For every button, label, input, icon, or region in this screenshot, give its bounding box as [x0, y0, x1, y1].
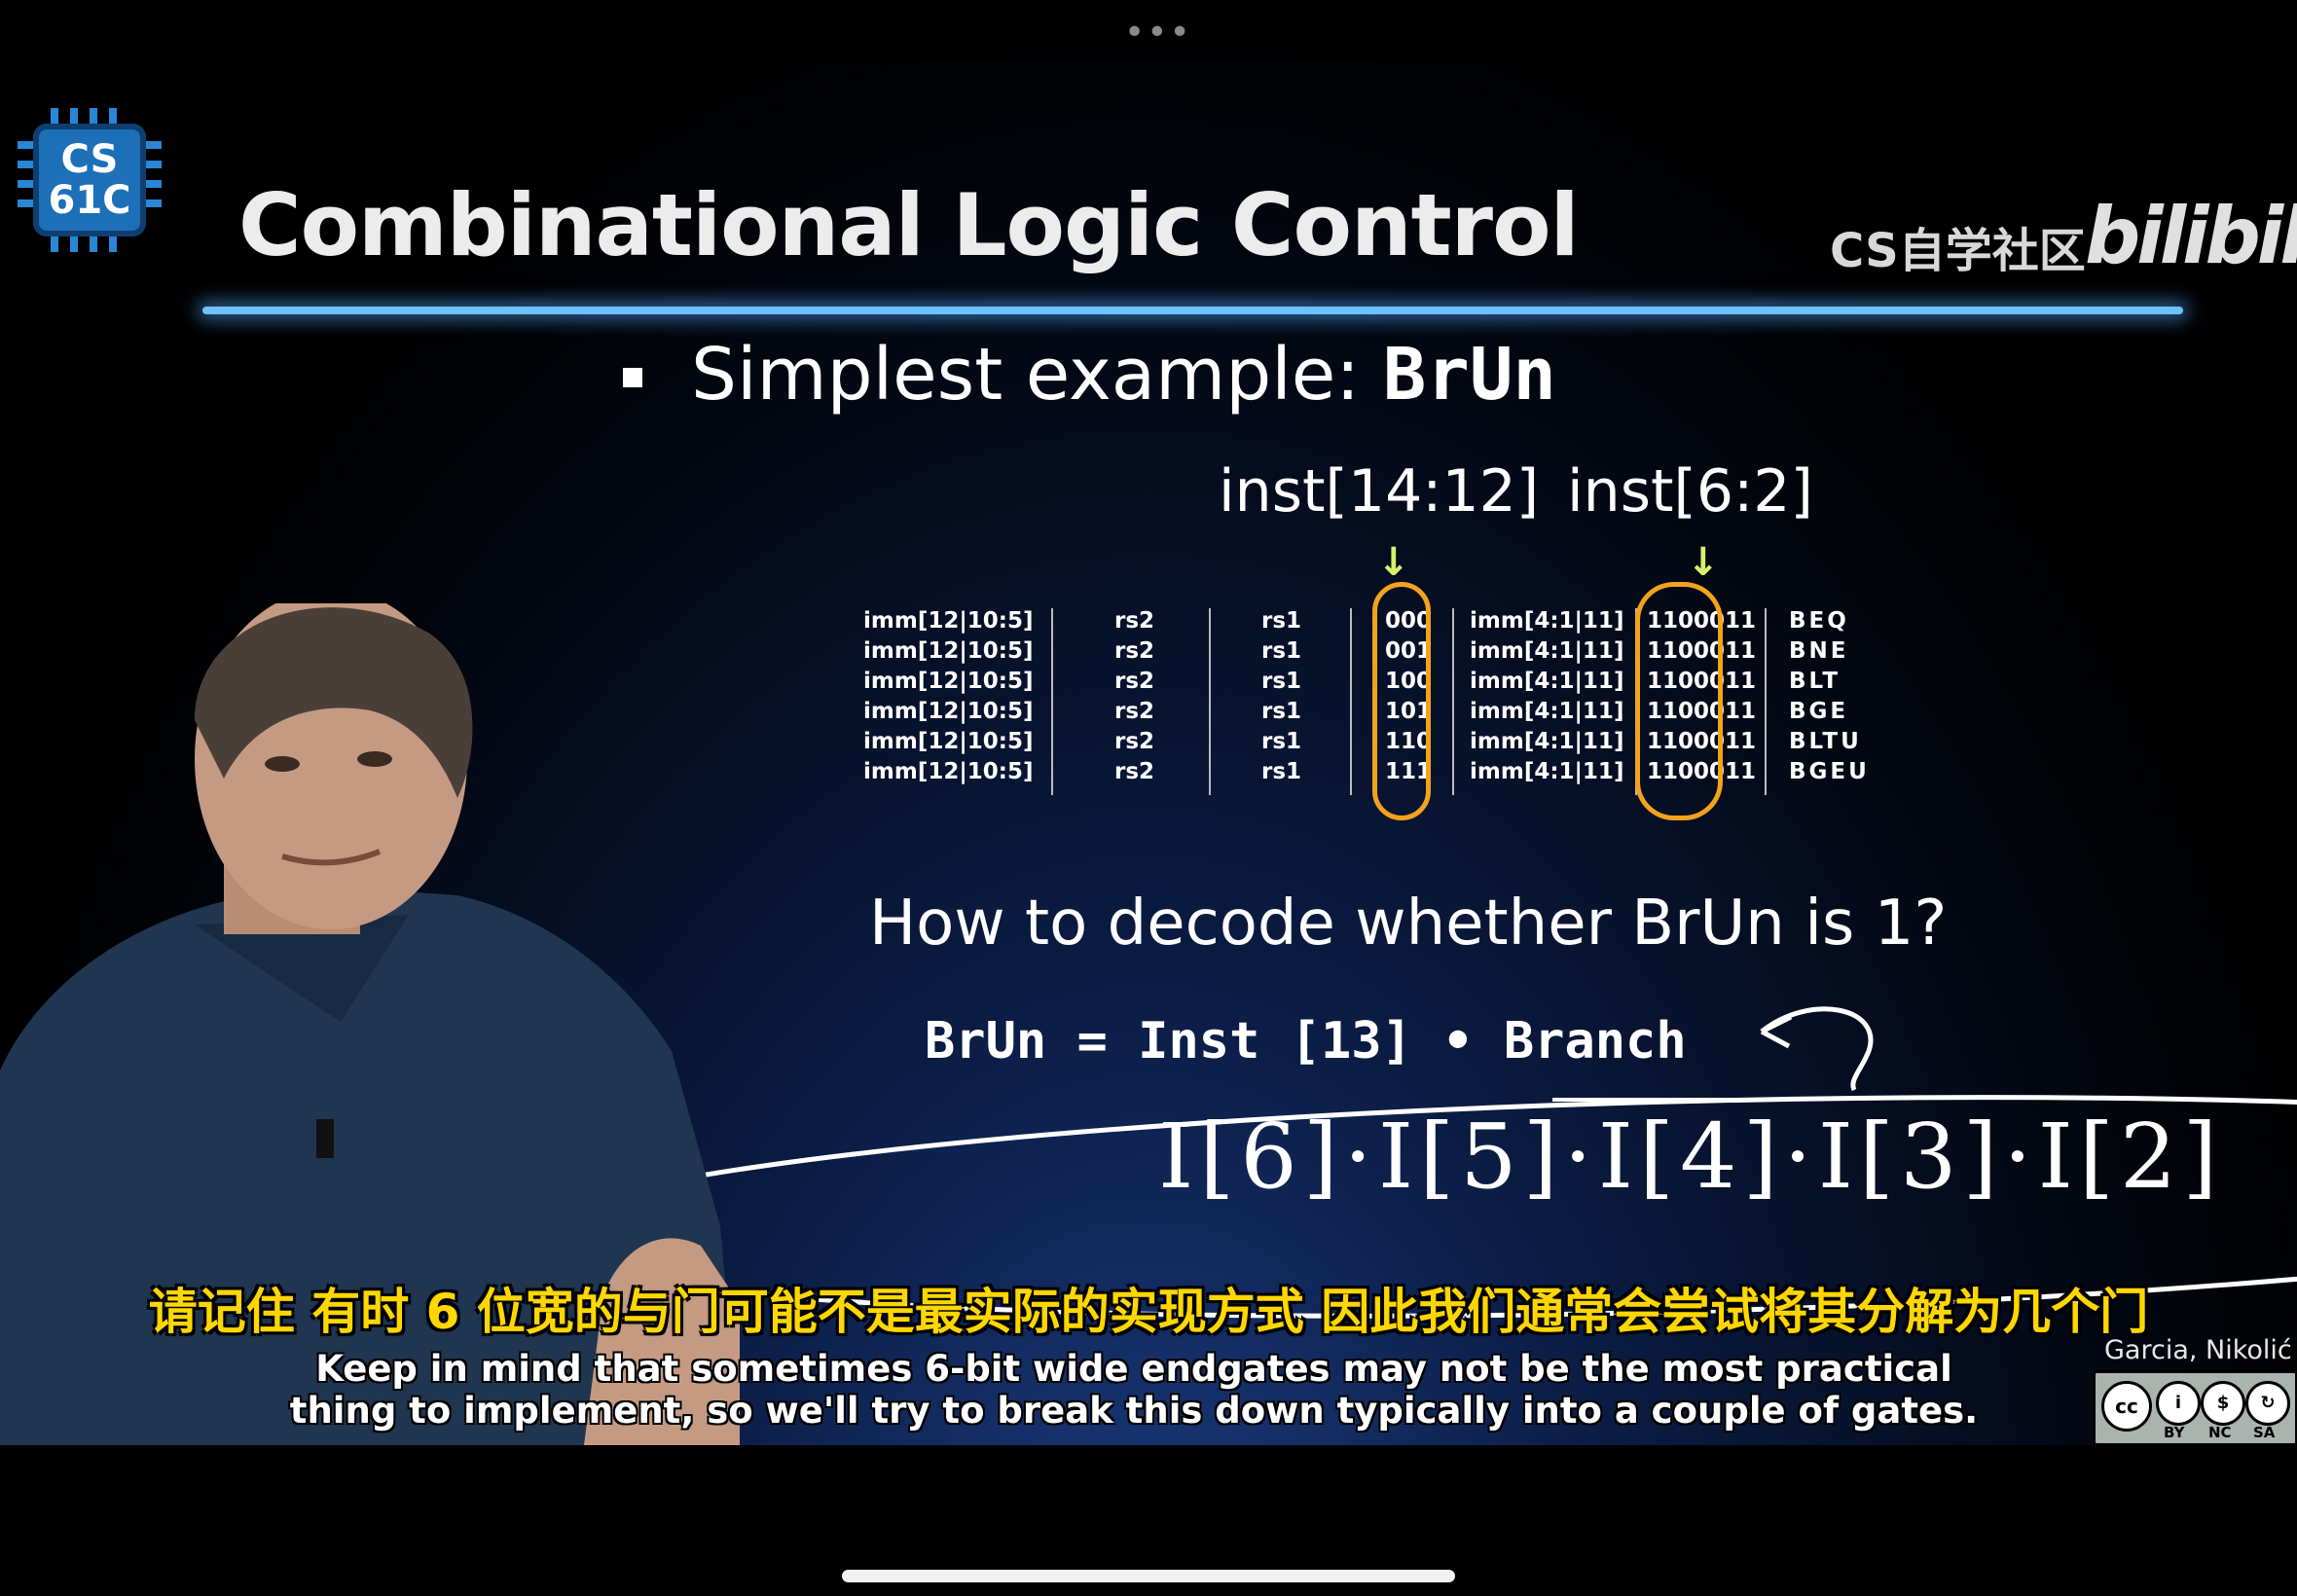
bullet-prefix: Simplest example: — [691, 333, 1383, 417]
brun-equation: BrUn = Inst [13] • Branch — [925, 1012, 1687, 1070]
logo-line-2: 61C — [48, 178, 131, 223]
logo-line-1: CS — [60, 137, 119, 182]
watermark-channel: CS自学社区 — [1830, 224, 2086, 278]
subtitle-chinese: 请记住 有时 6 位宽的与门可能不是最实际的实现方式 因此我们通常会尝试将其分解… — [148, 1284, 2149, 1340]
opcode-arrow-icon: ↓ — [1687, 540, 1720, 585]
multitask-dots-icon[interactable]: ••• — [1124, 13, 1192, 53]
home-indicator[interactable] — [842, 1570, 1455, 1582]
cs61c-logo: CS 61C — [12, 102, 167, 258]
authors-credit: Garcia, Nikolić — [2104, 1335, 2292, 1365]
presenter-image — [0, 603, 740, 1445]
slide-title: Combinational Logic Control — [238, 175, 1580, 275]
bullet-square-icon — [623, 368, 642, 387]
by-label: BY — [2164, 1424, 2185, 1441]
funct3-highlight-oval — [1372, 582, 1431, 820]
sa-icon: ↻ — [2245, 1381, 2290, 1426]
nc-icon: $ — [2201, 1381, 2245, 1426]
subtitle-english-line-1: Keep in mind that sometimes 6-bit wide e… — [315, 1348, 1952, 1390]
opcode-field-label: inst[6:2] — [1567, 457, 1813, 526]
subtitle-english-line-2: thing to implement, so we'll try to brea… — [289, 1390, 1979, 1432]
handwritten-expression: I[6]·I[5]·I[4]·I[3]·I[2] — [1158, 1105, 2224, 1209]
by-icon: i — [2156, 1381, 2201, 1426]
opcode-highlight-oval — [1635, 582, 1723, 820]
video-frame[interactable]: CS 61C Combinational Logic Control CS自学社… — [0, 58, 2297, 1445]
bilibili-logo: bilibili — [2085, 191, 2297, 281]
title-underline — [202, 307, 2183, 314]
nc-label: NC — [2208, 1424, 2232, 1441]
cc-icon: cc — [2101, 1381, 2152, 1432]
bullet-text: Simplest example: BrUn — [691, 333, 1556, 417]
cc-license-badge: cc i $ ↻ BY NC SA — [2093, 1370, 2297, 1445]
funct3-field-label: inst[14:12] — [1219, 457, 1540, 526]
bullet-code: BrUn — [1382, 333, 1556, 417]
annotation-curved-arrow — [1760, 1006, 1874, 1092]
annotation-arrowhead — [1760, 1014, 1793, 1049]
decode-question: How to decode whether BrUn is 1? — [869, 888, 1948, 960]
sa-label: SA — [2253, 1424, 2276, 1441]
funct3-arrow-icon: ↓ — [1377, 540, 1410, 585]
